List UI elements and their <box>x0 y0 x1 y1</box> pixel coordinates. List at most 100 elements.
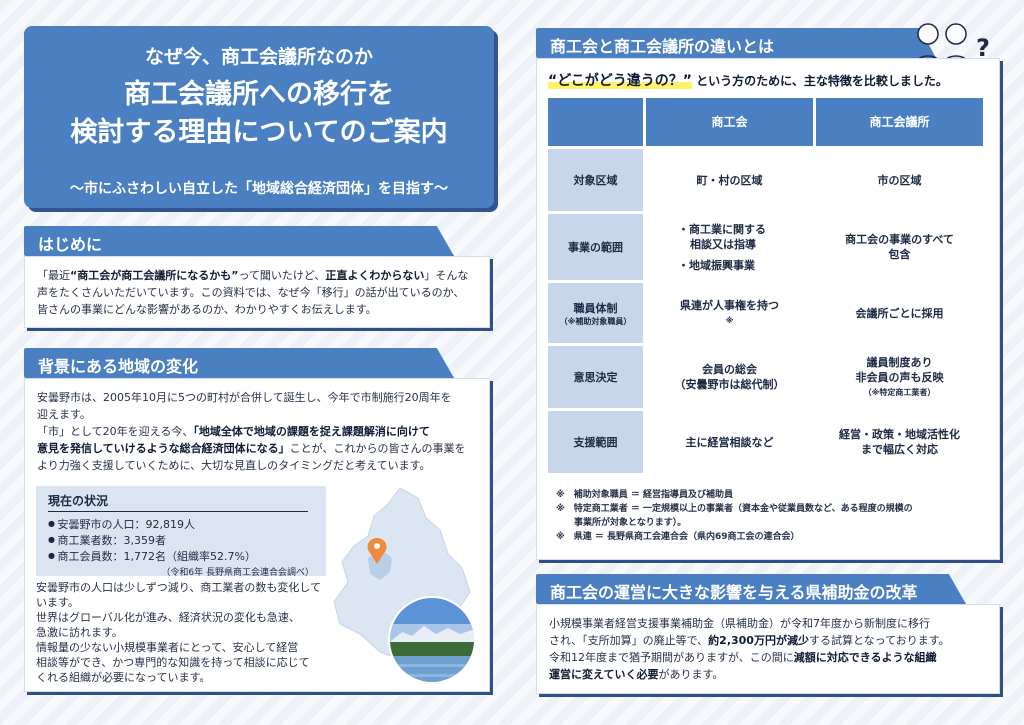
cell-line: 非会員の声も反映 <box>855 370 944 384</box>
intro-text: って聞いたけど、 <box>238 269 326 282</box>
bg-lower-line: います。 <box>36 596 79 609</box>
table-row: 支援範囲 主に経営相談など 経営・政策・地域活性化 まで幅広く対応 <box>548 411 983 473</box>
cell-line: ・商工業に関する <box>678 222 766 236</box>
intro-box: 「最近“商工会が商工会議所になるかも”って聞いたけど、正直よくわからない」そんな… <box>24 256 490 328</box>
bg-bold: 意見を発信していけるような総合経済団体になる」 <box>37 442 290 455</box>
bg-line: 迎えます。 <box>37 408 91 421</box>
main-title-line-a: 商工会議所への移行を <box>124 79 394 110</box>
cell-line: （安曇野市は総代制） <box>674 378 785 391</box>
row-label-sub: （※補助対象職員） <box>559 316 632 326</box>
bg-text: ことが、これからの皆さんの事業を <box>289 442 466 455</box>
title-line1: なぜ今、商工会議所なのか <box>144 46 373 68</box>
compare-notes: ※ 補助対象職員 ＝ 経営指導員及び補助員 ※ 特定商工業者 ＝ 一定規模以上の… <box>556 488 986 544</box>
row-label: 支援範囲 <box>548 411 643 473</box>
cell-kaigisho: 会議所ごとに採用 <box>816 283 983 343</box>
cell-line: 県連が人事権を持つ <box>680 299 779 312</box>
subsidy-text: 令和12年度まで猶予期間がありますが、この間に <box>549 651 794 664</box>
table-header-row: 商工会 商工会議所 <box>548 98 983 146</box>
cell-kaigisho: 市の区域 <box>816 149 983 211</box>
note-line: ※ 県連 ＝ 長野県商工会連合会（県内69商工会の連合会） <box>556 532 800 542</box>
table-corner <box>548 98 643 146</box>
bg-lower-line: 安曇野市の人口は少しずつ減り、商工業者の数も変化して <box>36 581 322 594</box>
status-note: （令和6年 長野県商工会連合会調べ） <box>161 568 314 578</box>
table-row: 事業の範囲 ・商工業に関する 相談又は指導 ・地域振興事業 商工会の事業のすべて… <box>548 214 983 280</box>
compare-lead-text: という方のために、主な特徴を比較しました。 <box>696 74 948 88</box>
col-header-shokokai: 商工会 <box>646 98 813 146</box>
intro-heading: はじめに <box>24 226 454 256</box>
status-item: 商工会員数：1,772名（組織率52.7%） <box>48 548 314 564</box>
subsidy-line: 令和12年度まで猶予期間がありますが、この間に減額に対応できるような組織 <box>549 649 987 666</box>
subsidy-bold: 約2,300万円が減少 <box>708 634 809 647</box>
subsidy-bold: 減額に対応できるような組織 <box>793 651 937 664</box>
cell-line: まで幅広く対応 <box>861 443 938 456</box>
intro-bold2: 正直よくわからない <box>325 269 425 282</box>
cell-kaigisho: 議員制度あり 非会員の声も反映 （※特定商工業者） <box>816 346 983 408</box>
bg-bold: 「地域全体で地域の課題を捉え課題解消に向けて <box>193 425 430 438</box>
status-title: 現在の状況 <box>48 492 308 512</box>
main-title-line-b: 検討する理由についてのご案内 <box>70 117 448 148</box>
col-header-kaigisho: 商工会議所 <box>816 98 983 146</box>
compare-heading: 商工会と商工会議所の違いとは <box>536 28 936 58</box>
table-row: 職員体制 （※補助対象職員） 県連が人事権を持つ ※ 会議所ごとに採用 <box>548 283 983 343</box>
status-item: 安曇野市の人口：92,819人 <box>48 516 314 532</box>
status-box: 現在の状況 安曇野市の人口：92,819人 商工業者数：3,359者 商工会員数… <box>36 486 326 578</box>
subsidy-text: があります。 <box>658 668 724 681</box>
landscape-photo <box>388 596 476 684</box>
main-title: 商工会議所への移行を 検討する理由についてのご案内 <box>24 76 494 152</box>
intro-line3: 皆さんの事業にどんな影響があるのか、わかりやすくお伝えします。 <box>37 303 377 316</box>
bg-line: 「市」として20年を迎える今、「地域全体で地域の課題を捉え課題解消に向けて <box>37 423 477 440</box>
subsidy-line: 運営に変えていく必要があります。 <box>549 666 987 683</box>
bg-lower-line: 相談等ができ、かつ専門的な知識を持って相談に応じて <box>36 656 310 669</box>
cell-sub: （※特定商工業者） <box>863 387 936 397</box>
subsidy-text: され、「支所加算」の廃止等で、 <box>549 634 709 647</box>
cell-shokokai: 主に経営相談など <box>646 411 813 473</box>
row-label: 対象区域 <box>548 149 643 211</box>
subsidy-bold: 運営に変えていく必要 <box>549 668 659 681</box>
bg-line: より力強く支援していくために、大切な見直しのタイミングだと考えています。 <box>37 459 431 472</box>
cell-shokokai: 県連が人事権を持つ ※ <box>646 283 813 343</box>
cell-line: 相談又は指導 <box>690 237 756 251</box>
subsidy-line: され、「支所加算」の廃止等で、約2,300万円が減少する試算となっております。 <box>549 632 987 649</box>
cell-line: 議員制度あり <box>866 355 933 369</box>
cell-line: ・地域振興事業 <box>678 258 755 272</box>
bg-text: 「市」として20年を迎える今、 <box>37 425 194 438</box>
cell-line: 会員の総会 <box>702 363 757 376</box>
row-label: 意思決定 <box>548 346 643 408</box>
note-line: ※ 補助対象職員 ＝ 経営指導員及び補助員 <box>556 490 734 500</box>
compare-lead-highlight: “どこがどう違うの？” <box>548 73 692 89</box>
intro-bold1: “商工会が商工会議所になるかも” <box>70 269 239 282</box>
bg-lower-text: 安曇野市の人口は少しずつ減り、商工業者の数も変化して います。 世界はグローバル… <box>36 580 336 685</box>
title-panel: なぜ今、商工会議所なのか 商工会議所への移行を 検討する理由についてのご案内 〜… <box>24 26 494 208</box>
note-line: ※ 特定商工業者 ＝ 一定規模以上の事業者（資本金や従業員数など、ある程度の規模… <box>556 504 913 514</box>
cell-sub: ※ <box>725 316 734 325</box>
bg-lower-line: 世界はグローバル化が進み、経済状況の変化も急速、 <box>36 611 300 624</box>
cell-line: 商工会の事業のすべて <box>845 233 954 246</box>
subsidy-line: 小規模事業者経営支援事業補助金（県補助金）が令和7年度から新制度に移行 <box>549 617 930 630</box>
mountain-field-image <box>390 598 474 682</box>
note-line: 事業所が対象となります）。 <box>556 518 687 528</box>
row-label-main: 職員体制 <box>573 301 618 315</box>
cell-shokokai: 町・村の区域 <box>646 149 813 211</box>
intro-text: 」そんな <box>424 269 469 282</box>
cell-shokokai: ・商工業に関する 相談又は指導 ・地域振興事業 <box>646 214 813 280</box>
cell-line: 経営・政策・地域活性化 <box>839 428 960 441</box>
intro-line2: 声をたくさんいただいています。この資料では、なぜ今「移行」の話が出ているのか、 <box>37 286 465 299</box>
bg-lower-line: 情報量の少ない小規模事業者にとって、安心して経営 <box>36 641 299 654</box>
cell-shokokai: 会員の総会 （安曇野市は総代制） <box>646 346 813 408</box>
status-list: 安曇野市の人口：92,819人 商工業者数：3,359者 商工会員数：1,772… <box>48 516 314 564</box>
cell-kaigisho: 商工会の事業のすべて 包含 <box>816 214 983 280</box>
row-label: 事業の範囲 <box>548 214 643 280</box>
svg-text:?: ? <box>976 34 990 62</box>
intro-text: 「最近 <box>37 269 70 282</box>
compare-table: 商工会 商工会議所 対象区域 町・村の区域 市の区域 事業の範囲 ・商工業に関す… <box>548 98 983 476</box>
subsidy-box: 小規模事業者経営支援事業補助金（県補助金）が令和7年度から新制度に移行 され、「… <box>536 604 1000 694</box>
table-row: 意思決定 会員の総会 （安曇野市は総代制） 議員制度あり 非会員の声も反映 （※… <box>548 346 983 408</box>
subsidy-text: する試算となっております。 <box>808 634 950 647</box>
bg-line: 安曇野市は、2005年10月に5つの町村が合併して誕生し、今年で市制施行20周年… <box>37 391 452 404</box>
row-label: 職員体制 （※補助対象職員） <box>548 283 643 343</box>
bg-line: 意見を発信していけるような総合経済団体になる」ことが、これからの皆さんの事業を <box>37 440 477 457</box>
bg-lower-line: くれる組織が必要になっています。 <box>36 671 211 684</box>
compare-lead: “どこがどう違うの？” という方のために、主な特徴を比較しました。 <box>548 70 948 90</box>
location-pin-icon <box>367 538 387 564</box>
status-item: 商工業者数：3,359者 <box>48 532 314 548</box>
